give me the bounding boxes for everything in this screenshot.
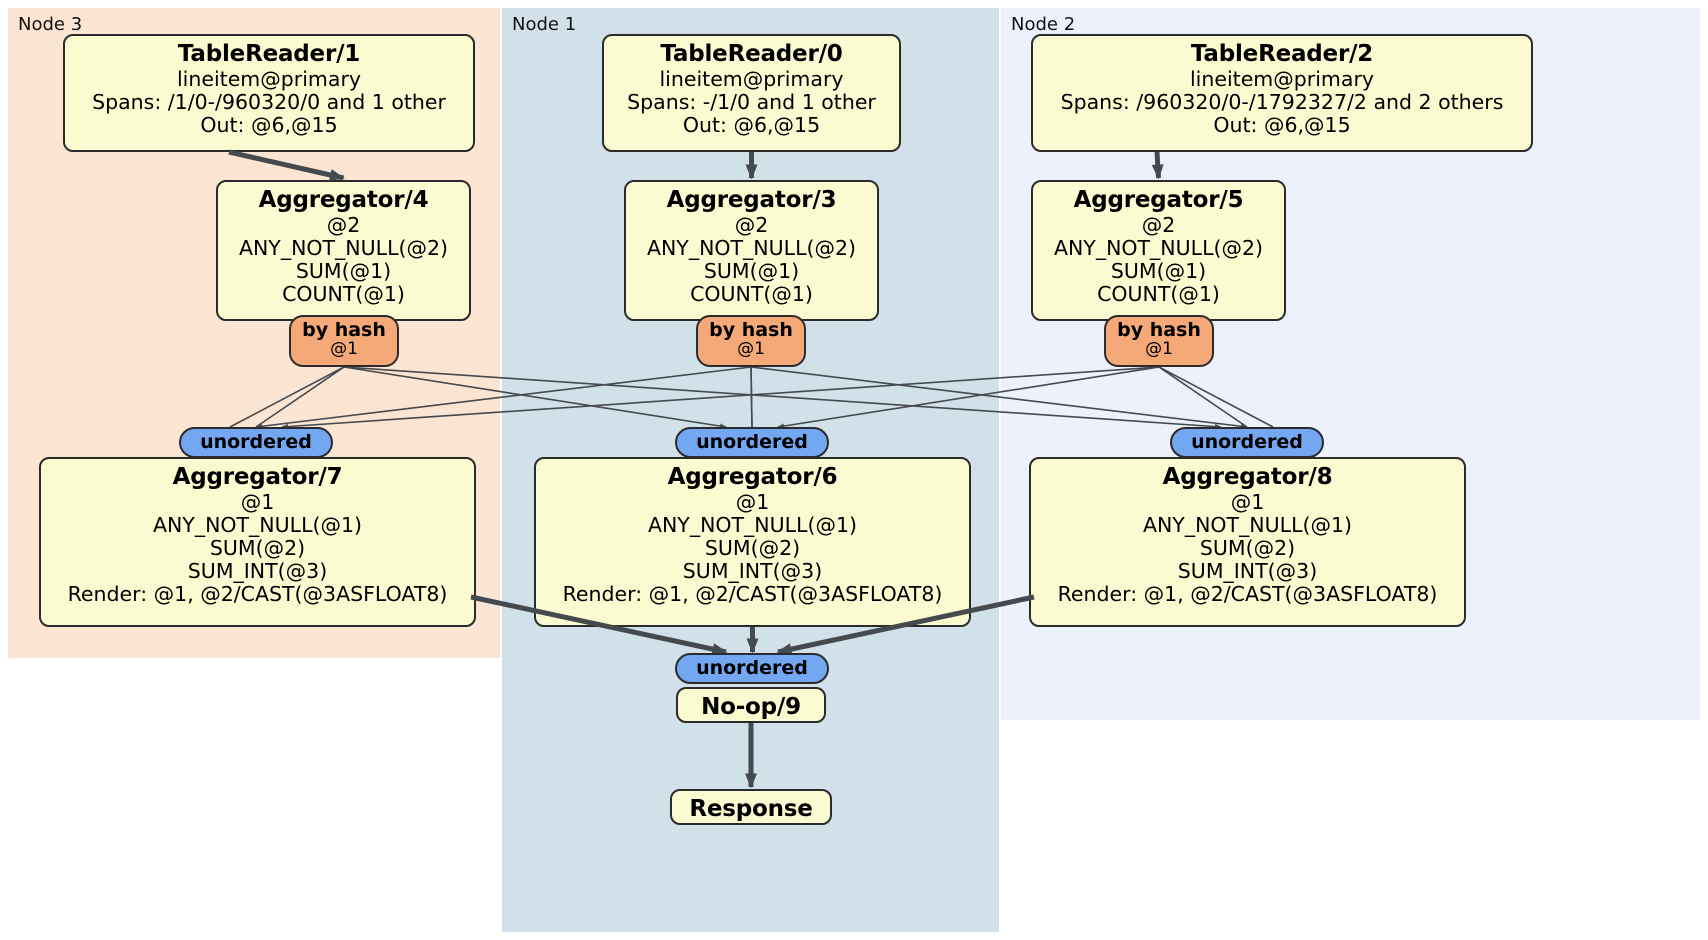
node-label-node2: Node 2 <box>1011 14 1076 35</box>
tablereader-0-line: Out: @6,@15 <box>682 112 821 137</box>
no-op-9[interactable]: No-op/9 <box>676 687 826 723</box>
by-hash-router-3[interactable]: by hash@1 <box>696 315 806 367</box>
by-hash-router-5-label: by hash <box>1117 319 1201 341</box>
aggregator-3-line: SUM(@1) <box>703 258 800 283</box>
node-label-node3: Node 3 <box>18 14 83 35</box>
tablereader-1-line: Out: @6,@15 <box>200 112 338 137</box>
aggregator-7-line: @1 <box>240 489 275 514</box>
aggregator-3-title: Aggregator/3 <box>666 187 837 213</box>
by-hash-router-3-column: @1 <box>737 338 765 359</box>
aggregator-4-line: ANY_NOT_NULL(@2) <box>238 235 449 260</box>
response-title: Response <box>689 796 813 822</box>
aggregator-4-title: Aggregator/4 <box>258 187 429 213</box>
aggregator-7-line: ANY_NOT_NULL(@1) <box>152 512 363 537</box>
unordered-synchronizer-8[interactable]: unordered <box>1170 427 1324 458</box>
aggregator-3-line: @2 <box>734 212 769 237</box>
aggregator-5-line: ANY_NOT_NULL(@2) <box>1053 235 1264 260</box>
by-hash-router-4-column: @1 <box>330 338 358 359</box>
aggregator-5-line: @2 <box>1141 212 1176 237</box>
aggregator-6-line: SUM_INT(@3) <box>682 558 823 583</box>
aggregator-7-line: SUM_INT(@3) <box>187 558 328 583</box>
unordered-synchronizer-7[interactable]: unordered <box>179 427 333 458</box>
by-hash-router-4[interactable]: by hash@1 <box>289 315 399 367</box>
aggregator-7-line: Render: @1, @2/CAST(@3ASFLOAT8) <box>67 581 448 606</box>
aggregator-8-title: Aggregator/8 <box>1162 464 1333 490</box>
aggregator-6-line: SUM(@2) <box>704 535 801 560</box>
by-hash-router-3-label: by hash <box>709 319 793 341</box>
aggregator-5-line: COUNT(@1) <box>1097 281 1220 306</box>
by-hash-router-5-column: @1 <box>1145 338 1173 359</box>
by-hash-router-4-label: by hash <box>302 319 386 341</box>
unordered-synchronizer-6[interactable]: unordered <box>675 427 829 458</box>
aggregator-8-line: @1 <box>1230 489 1265 514</box>
tablereader-2-line: lineitem@primary <box>1189 66 1375 91</box>
by-hash-router-5[interactable]: by hash@1 <box>1104 315 1214 367</box>
tablereader-2-line: Spans: /960320/0-/1792327/2 and 2 others <box>1060 89 1504 114</box>
tablereader-1-line: Spans: /1/0-/960320/0 and 1 other <box>92 89 446 114</box>
aggregator-6-line: ANY_NOT_NULL(@1) <box>647 512 858 537</box>
aggregator-4-line: SUM(@1) <box>295 258 392 283</box>
tablereader-2-line: Out: @6,@15 <box>1213 112 1351 137</box>
tablereader-2-title: TableReader/2 <box>1190 41 1374 67</box>
aggregator-4-line: COUNT(@1) <box>282 281 405 306</box>
aggregator-6-title: Aggregator/6 <box>667 464 838 490</box>
aggregator-5-line: SUM(@1) <box>1110 258 1207 283</box>
aggregator-8-line: SUM(@2) <box>1199 535 1296 560</box>
aggregator-8-line: Render: @1, @2/CAST(@3ASFLOAT8) <box>1057 581 1438 606</box>
tablereader-0-line: lineitem@primary <box>659 66 844 91</box>
aggregator-7-line: SUM(@2) <box>209 535 306 560</box>
aggregator-5-title: Aggregator/5 <box>1073 187 1244 213</box>
aggregator-7-title: Aggregator/7 <box>172 464 343 490</box>
unordered-synchronizer-9[interactable]: unordered <box>675 653 829 684</box>
aggregator-8-line: ANY_NOT_NULL(@1) <box>1142 512 1353 537</box>
aggregator-4-line: @2 <box>326 212 361 237</box>
tablereader-1-title: TableReader/1 <box>177 41 361 67</box>
tablereader-0-line: Spans: -/1/0 and 1 other <box>627 89 876 114</box>
node-label-node1: Node 1 <box>512 14 577 35</box>
response[interactable]: Response <box>670 789 832 825</box>
aggregator-8-line: SUM_INT(@3) <box>1177 558 1318 583</box>
aggregator-6-line: Render: @1, @2/CAST(@3ASFLOAT8) <box>562 581 943 606</box>
aggregator-6-line: @1 <box>735 489 770 514</box>
no-op-9-title: No-op/9 <box>701 694 801 720</box>
tablereader-1-line: lineitem@primary <box>176 66 362 91</box>
aggregator-3-line: COUNT(@1) <box>690 281 813 306</box>
aggregator-3-line: ANY_NOT_NULL(@2) <box>646 235 857 260</box>
tablereader-0-title: TableReader/0 <box>660 41 843 67</box>
